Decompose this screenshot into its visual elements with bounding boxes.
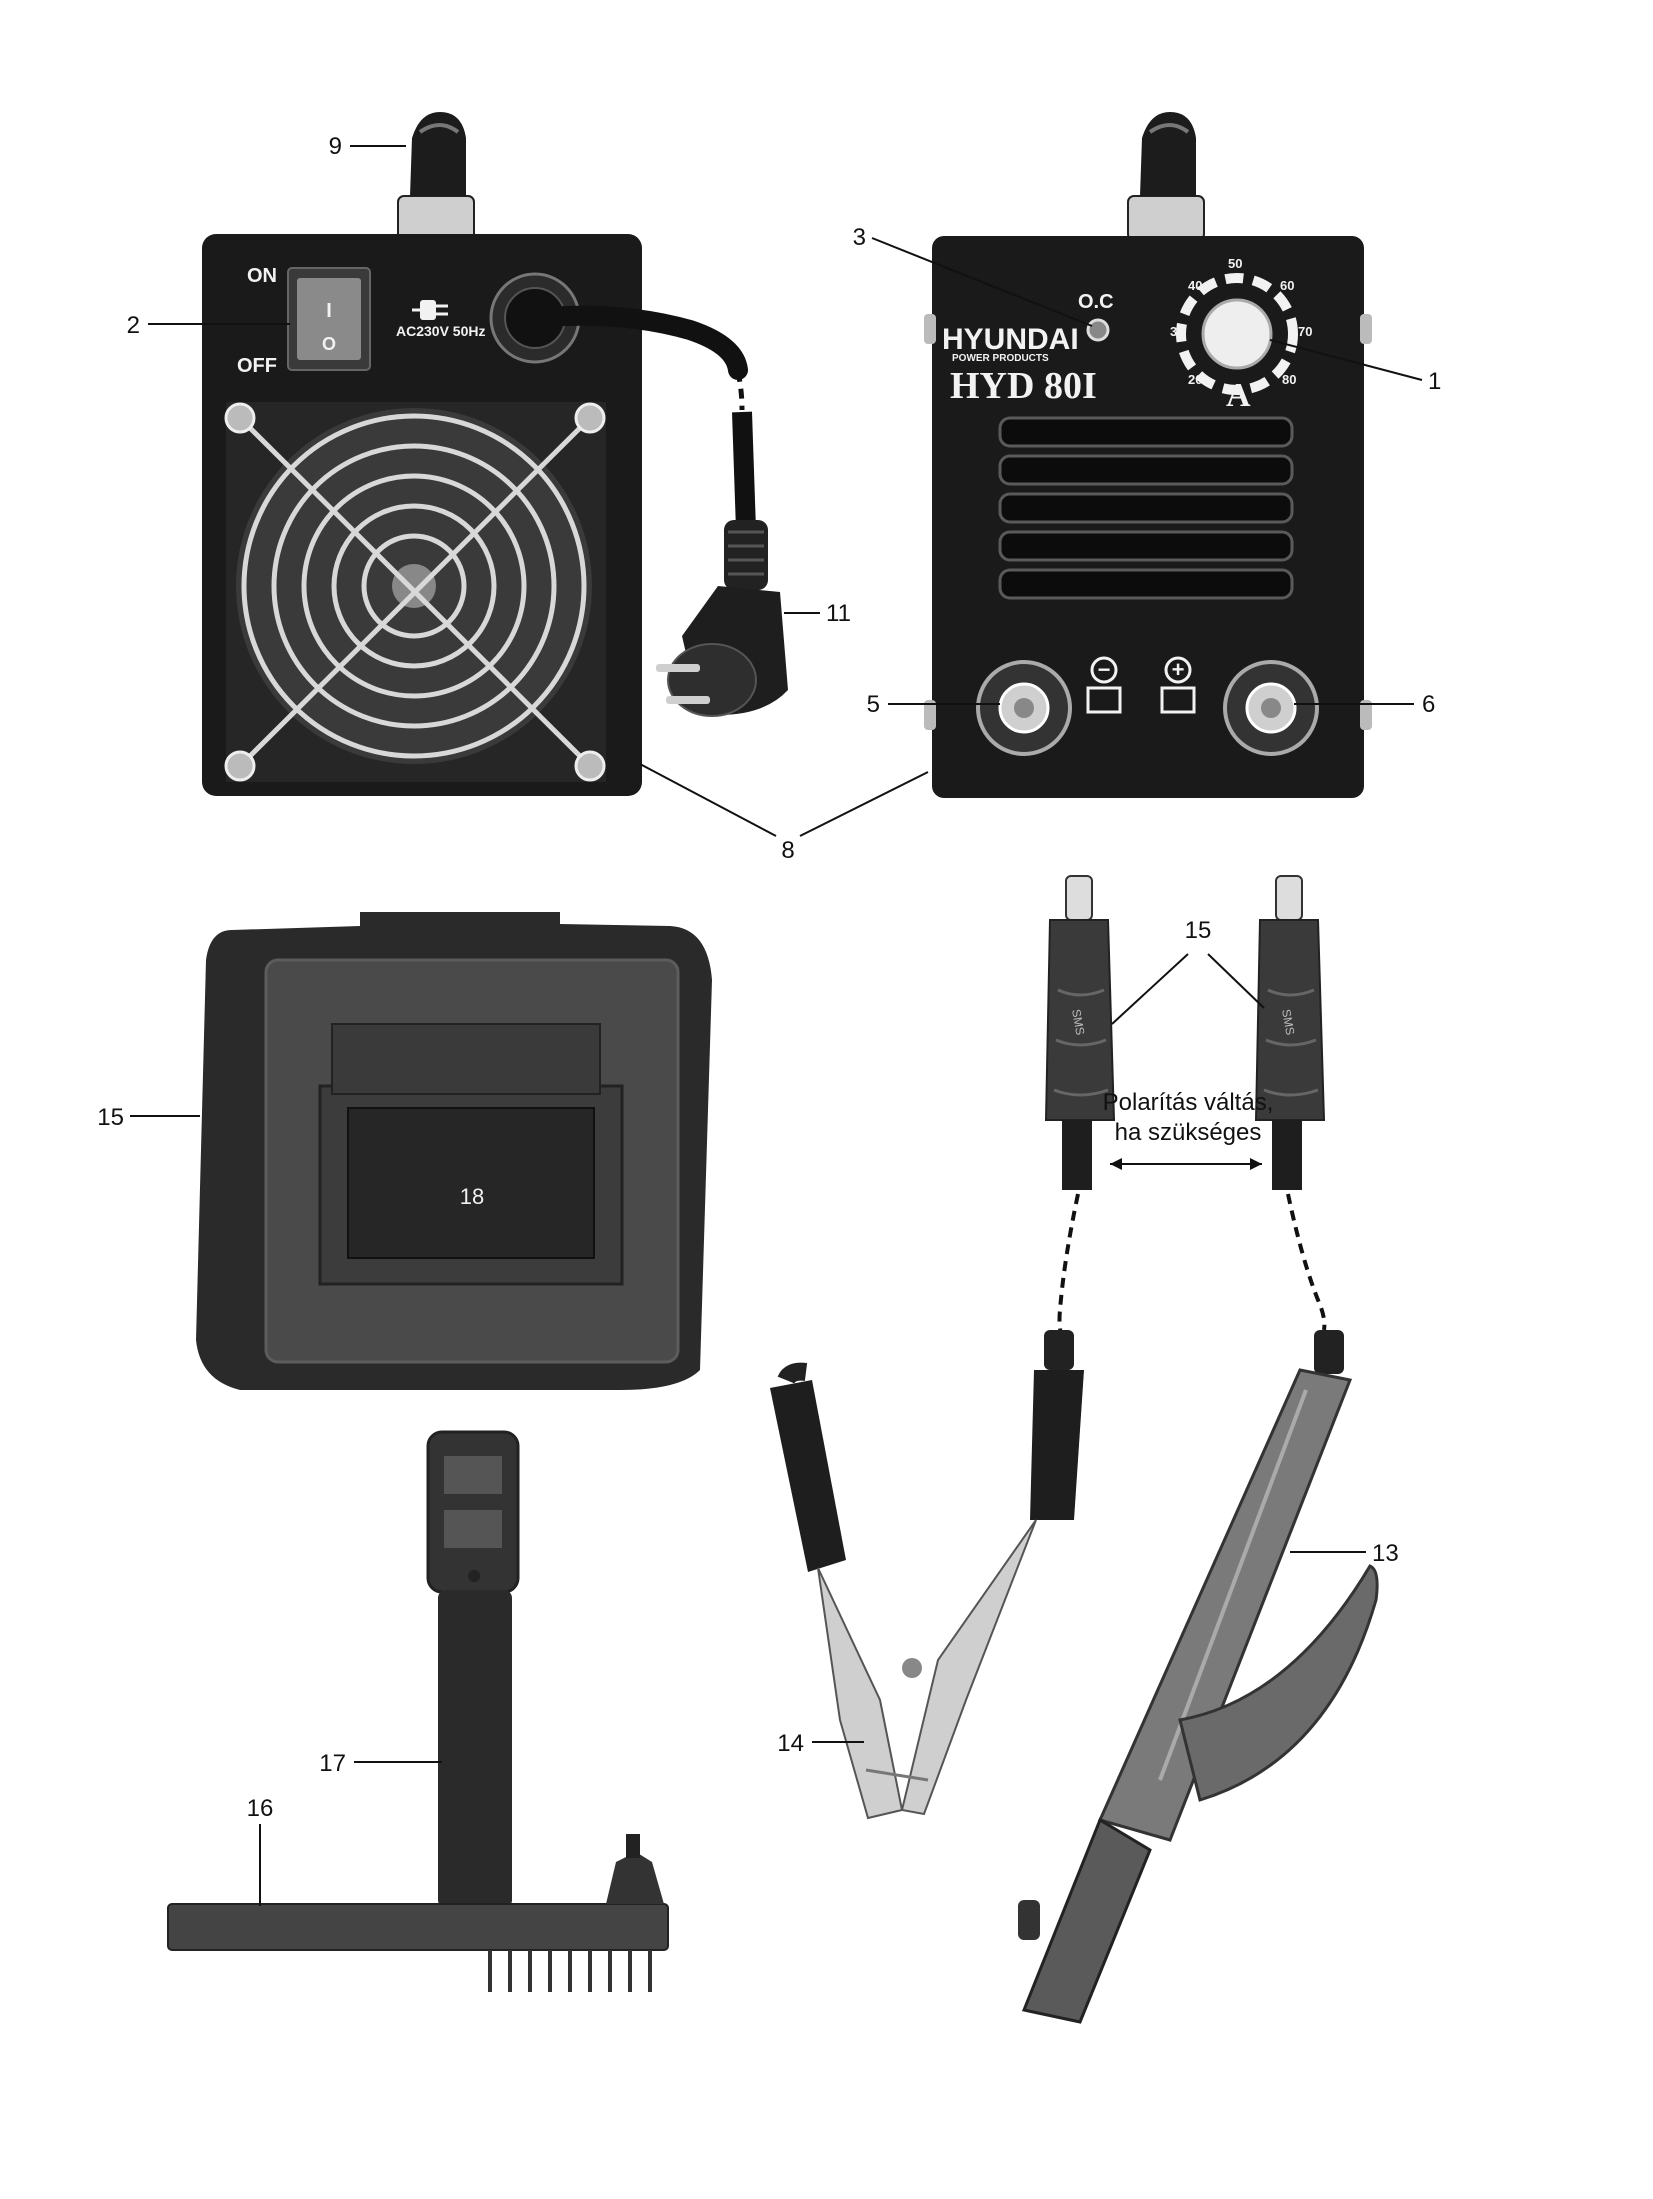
brand-logo: HYUNDAI	[942, 323, 1079, 356]
electrode-symbol-negative	[1086, 686, 1122, 714]
callout-15-cables: 15	[1185, 917, 1212, 944]
positive-terminal	[1223, 660, 1319, 756]
polarity-note-line1: Polarítás váltás,	[1103, 1089, 1274, 1116]
power-switch: I O	[287, 267, 371, 371]
ventilation-slots	[998, 416, 1294, 600]
power-rating-label: AC230V 50Hz	[396, 323, 486, 339]
electrode-holder	[1018, 1330, 1379, 2024]
switch-off-label: OFF	[237, 355, 277, 377]
electrode-symbol-positive	[1160, 686, 1196, 714]
dial-scale-50: 50	[1228, 256, 1242, 271]
dial-scale-20: 20	[1188, 372, 1202, 387]
callout-5: 5	[867, 691, 880, 718]
filter-glass	[347, 1107, 595, 1259]
model-name: HYD 80I	[950, 365, 1097, 407]
polarity-note-line2: ha szükséges	[1115, 1119, 1262, 1146]
callout-18: 18	[460, 1184, 484, 1209]
plus-symbol: +	[1172, 657, 1185, 682]
cable-connector-left: SMS	[1044, 875, 1116, 1345]
callout-3: 3	[853, 224, 866, 251]
callout-8: 8	[781, 837, 794, 864]
callout-6: 6	[1422, 691, 1435, 718]
overcurrent-indicator-lamp	[1086, 318, 1110, 342]
dial-scale-30: 30	[1170, 324, 1184, 339]
overcurrent-indicator-label: O.C	[1078, 291, 1114, 313]
leader-lines	[130, 145, 1423, 1906]
switch-off-mark: O	[322, 334, 336, 354]
current-knob-back	[397, 112, 475, 241]
callout-15-mask: 15	[97, 1104, 124, 1131]
dial-unit: A	[1226, 377, 1251, 414]
welder-front-view: HYUNDAI POWER PRODUCTS HYD 80I O.C 20 30…	[924, 112, 1372, 798]
welding-mask: 18	[196, 912, 712, 1594]
callout-16: 16	[247, 1795, 274, 1822]
chipping-hammer-brush	[167, 1834, 669, 1992]
minus-symbol: −	[1098, 657, 1111, 682]
callout-14: 14	[777, 1730, 804, 1757]
negative-terminal	[976, 660, 1072, 756]
callout-17: 17	[319, 1750, 346, 1777]
mask-handle	[438, 1590, 512, 1908]
current-knob-front	[1127, 112, 1205, 241]
cooling-fan-grille	[224, 402, 606, 782]
callout-1: 1	[1428, 368, 1441, 395]
dial-scale-70: 70	[1298, 324, 1312, 339]
connector-brand-right: SMS	[1279, 1008, 1297, 1036]
switch-on-mark: I	[326, 300, 332, 322]
brand-subtitle: POWER PRODUCTS	[952, 353, 1049, 364]
dial-scale-60: 60	[1280, 278, 1294, 293]
power-cord	[525, 305, 768, 590]
cable-connector-right: SMS	[1254, 875, 1327, 1331]
callout-13: 13	[1372, 1540, 1399, 1567]
connector-brand-left: SMS	[1069, 1008, 1087, 1036]
dial-scale-40: 40	[1188, 278, 1202, 293]
dial-scale-80: 80	[1282, 372, 1296, 387]
callout-11: 11	[826, 600, 851, 627]
power-plug	[656, 586, 788, 717]
current-dial	[1176, 273, 1298, 395]
switch-on-label: ON	[247, 265, 277, 287]
callout-9: 9	[329, 133, 342, 160]
callout-2: 2	[127, 312, 140, 339]
welder-back-view: I O ON OFF AC230V 50Hz	[202, 112, 788, 796]
earth-clamp	[770, 1330, 1084, 1820]
power-plug-icon	[412, 300, 448, 320]
polarity-swap-arrow	[1110, 1158, 1262, 1170]
